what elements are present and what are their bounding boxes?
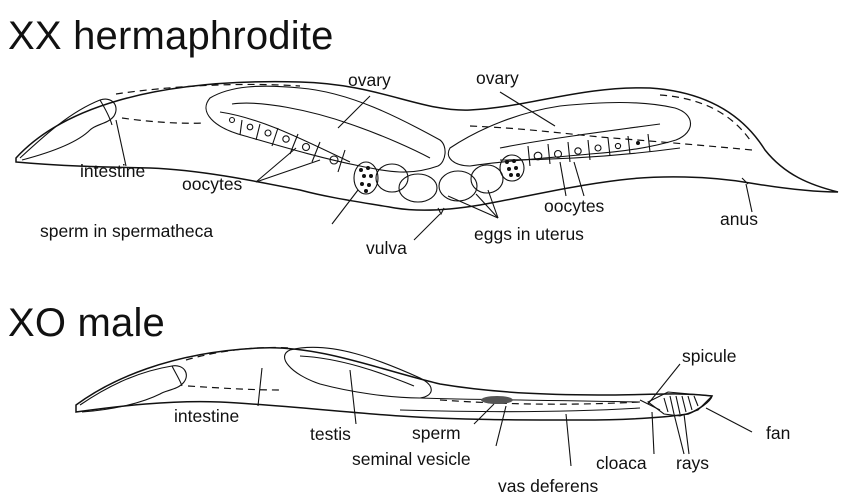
label-oocytes-right: oocytes — [544, 198, 604, 216]
hermaphrodite-intestine-line — [116, 84, 752, 150]
label-intestine-male: intestine — [174, 408, 239, 426]
label-eggs-in-uterus: eggs in uterus — [474, 226, 584, 244]
male-testis — [285, 347, 432, 398]
label-ovary-right: ovary — [476, 70, 519, 88]
hermaphrodite-sperm-cluster-right — [500, 155, 524, 181]
label-vulva: vulva — [366, 240, 407, 258]
label-sperm: sperm — [412, 425, 461, 443]
male-fan — [648, 392, 712, 416]
label-spicule: spicule — [682, 348, 736, 366]
label-oocytes-left: oocytes — [182, 176, 242, 194]
label-anus: anus — [720, 211, 758, 229]
label-sperm-in-spermatheca: sperm in spermatheca — [40, 223, 213, 241]
label-cloaca: cloaca — [596, 455, 647, 473]
hermaphrodite-body-outline — [16, 82, 838, 210]
hermaphrodite-leader-lines — [116, 92, 752, 240]
male-sperm-cluster — [481, 396, 513, 404]
hermaphrodite-oocytes-left — [230, 118, 346, 173]
label-fan: fan — [766, 425, 790, 443]
label-intestine-hermaphrodite: intestine — [80, 163, 145, 181]
male-intestine-line — [186, 348, 640, 405]
hermaphrodite-anus-mark — [742, 178, 748, 184]
hermaphrodite-pharynx — [20, 99, 116, 160]
hermaphrodite-ovary-left — [206, 86, 445, 172]
label-seminal-vesicle: seminal vesicle — [352, 451, 471, 469]
hermaphrodite-eggs — [376, 164, 503, 202]
label-testis: testis — [310, 426, 351, 444]
label-vas-deferens: vas deferens — [498, 478, 598, 496]
label-ovary-left: ovary — [348, 72, 391, 90]
label-rays: rays — [676, 455, 709, 473]
